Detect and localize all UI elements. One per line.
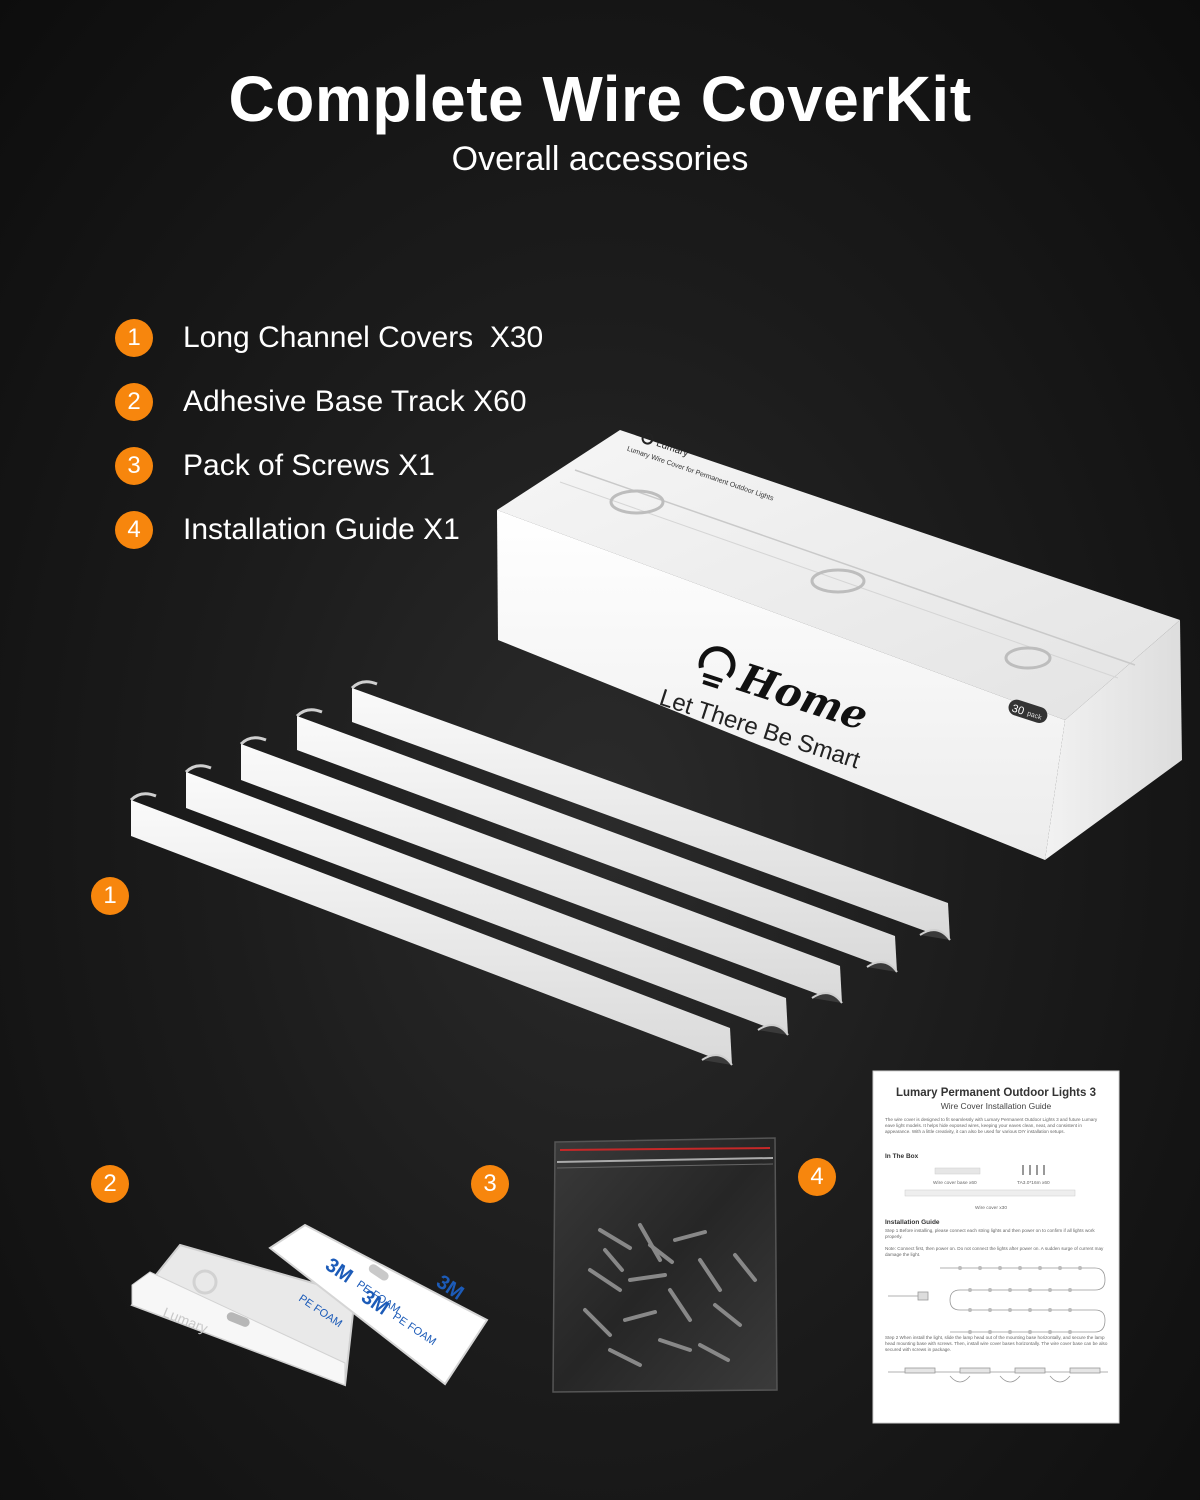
lightbulb-logo-icon (698, 646, 736, 689)
marker-3-badge: 3 (471, 1165, 509, 1203)
installation-guide: Lumary Permanent Outdoor Lights 3 Wire C… (872, 1070, 1120, 1424)
list-item: 3 Pack of Screws X1 (115, 446, 543, 486)
list-item: 1 Long Channel Covers X30 (115, 318, 543, 358)
accessory-list: 1 Long Channel Covers X30 2 Adhesive Bas… (115, 318, 543, 574)
number-badge: 4 (115, 511, 153, 549)
item-label: Installation Guide X1 (183, 513, 460, 546)
marker-2-badge: 2 (91, 1165, 129, 1203)
mounting-diagram (888, 1367, 1108, 1383)
guide-box-item-screws: TA3.0*16m x60 (1017, 1180, 1050, 1186)
marker-4-badge: 4 (798, 1158, 836, 1196)
screw-pack (552, 1137, 778, 1393)
screws-illustration-icon (1022, 1165, 1045, 1175)
svg-text:30: 30 (1010, 703, 1025, 718)
number-badge: 1 (115, 319, 153, 357)
screw-slot-icon (226, 1312, 250, 1327)
wire-cover-illustration-icon (904, 1189, 1076, 1197)
guide-box-item-base: Wire cover base x60 (933, 1180, 977, 1186)
marker-1-badge: 1 (91, 877, 129, 915)
base-track-illustration-icon (934, 1167, 981, 1175)
item-label: Long Channel Covers X30 (183, 321, 544, 354)
pack-count-badge: 30 pack (1008, 699, 1048, 724)
list-item: 4 Installation Guide X1 (115, 510, 543, 550)
page-title: Complete Wire CoverKit (228, 63, 972, 135)
guide-box-item-cover: Wire cover x30 (975, 1205, 1007, 1211)
ring-icon (1004, 646, 1052, 670)
guide-note: Note: Connect first, then power on. Do n… (885, 1246, 1104, 1257)
svg-text:pack: pack (1026, 710, 1043, 721)
channel-cover (184, 764, 789, 1036)
channel-cover (350, 680, 951, 941)
screw-slot-icon (368, 1264, 389, 1281)
item-label: Pack of Screws X1 (183, 449, 435, 482)
guide-subtitle: Wire Cover Installation Guide (941, 1101, 1052, 1111)
guide-step1: Step 1 Before installing, please connect… (885, 1228, 1095, 1239)
channel-cover (295, 708, 898, 973)
channel-cover (129, 792, 733, 1066)
guide-in-the-box-heading: In The Box (885, 1153, 919, 1160)
ring-icon (810, 568, 866, 594)
channel-cover (239, 736, 843, 1004)
light-string-diagram (888, 1267, 1106, 1333)
guide-title: Lumary Permanent Outdoor Lights 3 (896, 1087, 1096, 1099)
list-item: 2 Adhesive Base Track X60 (115, 382, 543, 422)
channel-covers (129, 680, 951, 1066)
screw-pile-icon (583, 1223, 757, 1367)
brand-logo-icon (641, 432, 654, 445)
guide-step2: Step 2 When install the light, slide the… (885, 1335, 1108, 1352)
item-label: Adhesive Base Track X60 (183, 385, 527, 418)
number-badge: 3 (115, 447, 153, 485)
product-box: Lumary Lumary Wire Cover for Permanent O… (497, 430, 1182, 860)
guide-installation-heading: Installation Guide (885, 1219, 940, 1226)
page-subtitle: Overall accessories (451, 140, 749, 178)
ring-icon (609, 489, 665, 515)
number-badge: 2 (115, 383, 153, 421)
brand-logo-icon (192, 1269, 218, 1295)
guide-intro: The wire cover is designed to fit seamle… (885, 1117, 1098, 1134)
light-bulb-dots-icon (958, 1266, 1082, 1334)
